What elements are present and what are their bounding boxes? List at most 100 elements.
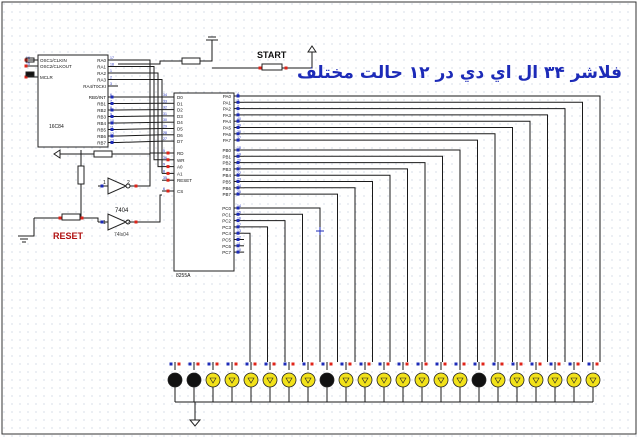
inverter-bubble bbox=[125, 183, 131, 189]
mcu-rb-label: RB0/INT bbox=[89, 95, 107, 100]
ppi-chip[interactable] bbox=[173, 92, 235, 272]
feedback-resistor bbox=[93, 150, 113, 158]
led-pin-marker bbox=[492, 362, 496, 366]
ppi-data-label: D0 bbox=[177, 95, 183, 100]
mcu-left-pin-number: 15 bbox=[26, 62, 30, 66]
page-title: فلاشر ۳۴ ال اي دي در ۱۲ حالت مختلف bbox=[297, 63, 622, 83]
ppi-pb-pin-number: 18 bbox=[237, 146, 241, 150]
led-23 bbox=[585, 372, 601, 388]
ppi-pb-label: PB0 bbox=[222, 148, 231, 153]
led-diode-icon bbox=[399, 377, 407, 384]
port-to-led-wire bbox=[244, 168, 408, 362]
mcu-rb-label: RB6 bbox=[97, 134, 106, 139]
inverter-bubble bbox=[125, 219, 131, 225]
led-18 bbox=[490, 372, 506, 388]
gate-part-label: 7404 bbox=[115, 208, 129, 214]
led-diode-icon bbox=[380, 377, 388, 384]
led-pin-marker bbox=[549, 362, 553, 366]
ppi-pa-pin-number: 4 bbox=[237, 92, 239, 96]
ppi-name-label: 8255A bbox=[176, 273, 191, 279]
led-diode-icon bbox=[418, 377, 426, 384]
led-diode-icon bbox=[589, 377, 597, 384]
port-to-led-wire bbox=[244, 120, 531, 362]
led-pin-marker bbox=[234, 362, 238, 366]
mcu-ra-label: RA3 bbox=[97, 78, 106, 83]
ppi-pb-pin-marker bbox=[236, 192, 240, 196]
ra-to-ctrl-wire bbox=[118, 79, 163, 174]
led-pin-marker bbox=[424, 362, 428, 366]
led-pin-marker bbox=[226, 362, 230, 366]
ppi-pb-pin-marker bbox=[236, 154, 240, 158]
ppi-ctrl-pin-number: 35 bbox=[163, 176, 167, 180]
led-pin-marker bbox=[576, 362, 580, 366]
ppi-pc-pin-number: 14 bbox=[237, 204, 241, 208]
ppi-pa-pin-marker bbox=[236, 132, 240, 136]
led-pin-marker bbox=[595, 362, 599, 366]
reset-switch[interactable] bbox=[61, 213, 81, 221]
port-to-led-wire bbox=[244, 155, 443, 362]
led-diode-icon bbox=[494, 377, 502, 384]
port-to-led-wire bbox=[244, 187, 356, 362]
led-pin-marker bbox=[473, 362, 477, 366]
led-3 bbox=[205, 372, 221, 388]
port-to-led-wire bbox=[244, 139, 478, 362]
led-pin-marker bbox=[519, 362, 523, 366]
led-pin-marker bbox=[481, 362, 485, 366]
led-diode-icon bbox=[570, 377, 578, 384]
led-diode-icon bbox=[513, 377, 521, 384]
ppi-ctrl-pin-number: 8 bbox=[163, 169, 165, 173]
inverter-pin-marker bbox=[134, 220, 138, 224]
ppi-pc-pin-marker bbox=[236, 212, 240, 216]
ppi-pa-pin-number: 40 bbox=[237, 117, 241, 121]
ppi-pc-label: PC2 bbox=[222, 219, 231, 224]
ppi-ctrl-pin-marker bbox=[166, 158, 170, 162]
ppi-pa-label: PA1 bbox=[223, 100, 232, 105]
ppi-pc-pin-number: 17 bbox=[237, 223, 241, 227]
ppi-pc-pin-marker bbox=[236, 244, 240, 248]
switch-to-inverter-wire bbox=[82, 217, 99, 222]
led-diode-icon bbox=[266, 377, 274, 384]
inverter-to-reset-wire bbox=[140, 194, 162, 223]
ppi-pb-pin-number: 25 bbox=[237, 190, 241, 194]
mcu-rb-pin-marker bbox=[110, 134, 114, 138]
wires bbox=[22, 40, 601, 420]
ppi-data-label: D7 bbox=[177, 139, 183, 144]
mcu-ra-pin-number: 17 bbox=[110, 56, 114, 60]
ppi-pb-pin-marker bbox=[236, 167, 240, 171]
gate-top-in-label: 1 bbox=[103, 180, 106, 186]
ppi-pb-pin-marker bbox=[236, 180, 240, 183]
start-switch[interactable] bbox=[261, 63, 283, 71]
ppi-pc-label: PC7 bbox=[222, 250, 231, 255]
ppi-pc-pin-number: 12 bbox=[237, 236, 241, 240]
led-pin-marker bbox=[207, 362, 211, 366]
led-8 bbox=[300, 372, 316, 388]
led-pin-marker bbox=[340, 362, 344, 366]
ppi-ctrl-pin-number: 36 bbox=[163, 156, 167, 160]
led-pin-marker bbox=[196, 362, 200, 366]
port-to-led-wire bbox=[244, 149, 461, 362]
ppi-data-label: D6 bbox=[177, 133, 183, 138]
mcu-rb-pin-number: 9 bbox=[110, 113, 112, 117]
ppi-pa-label: PA4 bbox=[223, 119, 232, 124]
ppi-pb-pin-number: 19 bbox=[237, 152, 241, 156]
mcu-left-pin-label: MCLR bbox=[40, 75, 54, 80]
ppi-ctrl-pin-marker bbox=[166, 189, 170, 193]
mcu-chip[interactable] bbox=[37, 54, 109, 148]
port-to-led-wire bbox=[244, 232, 251, 362]
mcu-left-pin-label: OSC2/CLKOUT bbox=[40, 64, 72, 69]
ppi-pc-label: PC0 bbox=[222, 206, 231, 211]
start-label: START bbox=[257, 50, 287, 60]
ppi-pb-pin-number: 22 bbox=[237, 171, 241, 175]
mcu-rb-pin-number: 13 bbox=[110, 139, 114, 143]
led-pin-marker bbox=[443, 362, 447, 366]
ppi-pc-pin-marker bbox=[236, 231, 240, 235]
mcu-rb-label: RB3 bbox=[97, 115, 106, 120]
ppi-pb-pin-marker bbox=[236, 148, 240, 152]
mcu-rb-pin-marker bbox=[110, 95, 114, 99]
ra-to-ctrl-wire bbox=[118, 66, 162, 161]
ppi-ctrl-label: RESET bbox=[177, 178, 192, 183]
mcu-rb-pin-marker bbox=[110, 128, 114, 131]
led-pin-marker bbox=[587, 362, 591, 366]
led-pin-marker bbox=[302, 362, 306, 366]
